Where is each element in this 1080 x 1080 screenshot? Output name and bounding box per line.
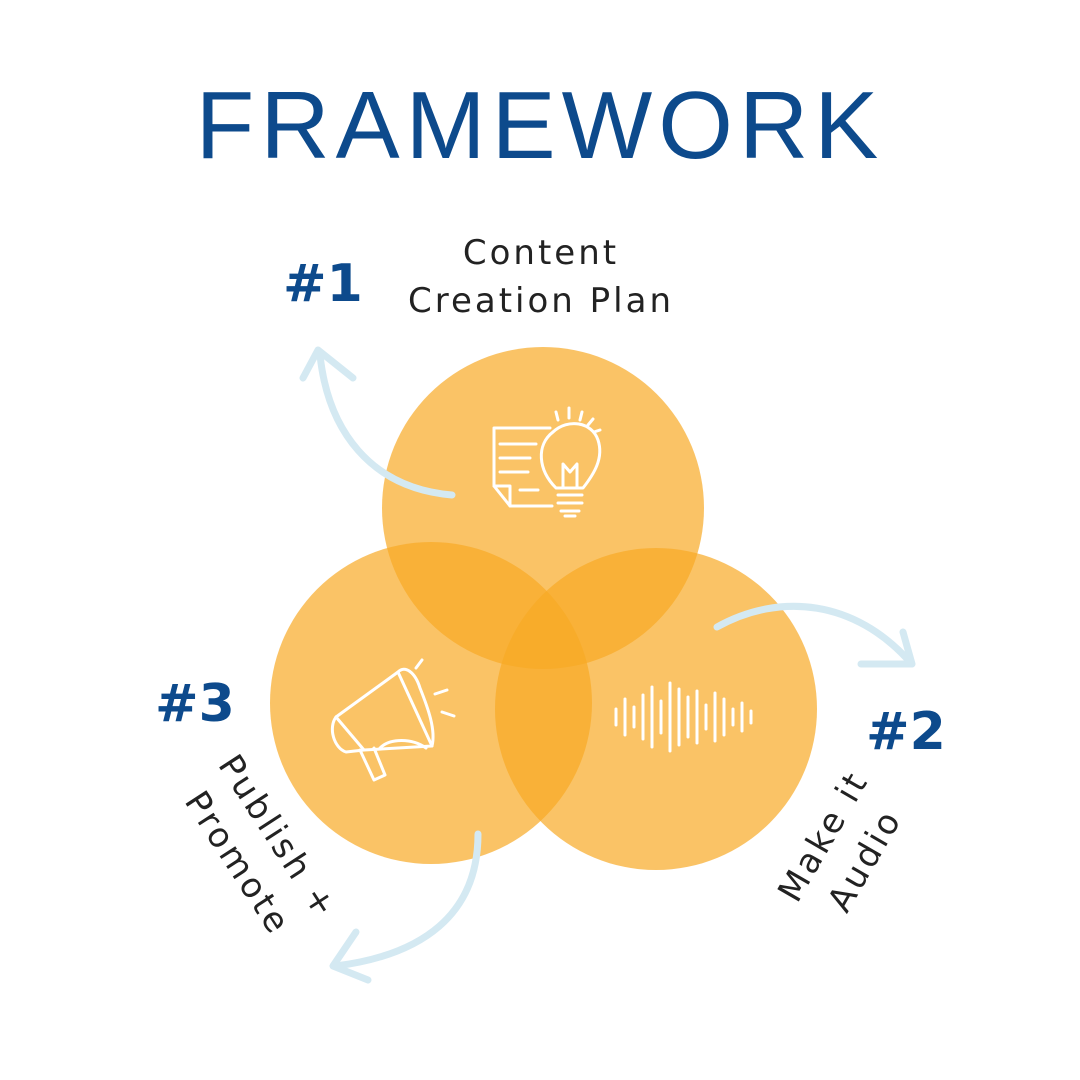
step-3-number: #3 bbox=[155, 674, 235, 734]
circle-make-audio bbox=[495, 548, 817, 870]
page-title: FRAMEWORK bbox=[195, 72, 885, 179]
step-1-label-line-2: Creation Plan bbox=[408, 280, 674, 321]
step-1-label: Content Creation Plan bbox=[391, 230, 691, 325]
arrow-to-step-3 bbox=[329, 830, 482, 984]
arrow-to-step-1 bbox=[299, 346, 456, 499]
step-2-number: #2 bbox=[866, 702, 946, 762]
megaphone-icon bbox=[330, 658, 456, 782]
arrow-to-step-2 bbox=[713, 602, 916, 668]
sound-wave-icon bbox=[614, 681, 753, 753]
step-1-label-line-1: Content bbox=[462, 233, 620, 273]
idea-document-icon bbox=[492, 406, 602, 518]
step-1-number: #1 bbox=[283, 254, 363, 314]
circle-publish-promote bbox=[270, 542, 592, 864]
